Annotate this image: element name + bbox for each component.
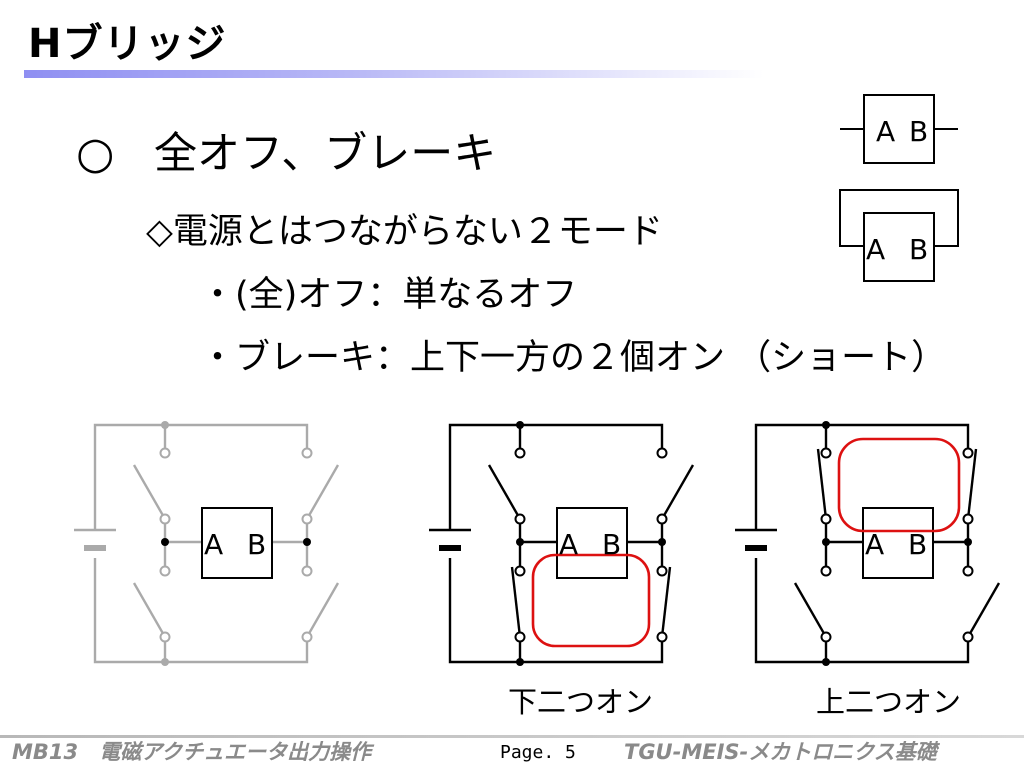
heading: ○ 全オフ、ブレーキ bbox=[76, 124, 496, 184]
caption-lower-on: 下二つオン bbox=[508, 685, 653, 719]
bridge-off bbox=[72, 421, 340, 666]
bridge-upper-on bbox=[733, 421, 1001, 666]
bridge-upper-on-label-a: A bbox=[865, 528, 884, 561]
bridge-off-label-a: A bbox=[204, 528, 223, 561]
heading-text: 全オフ、ブレーキ bbox=[154, 129, 497, 179]
footer-course: MB13 電磁アクチュエータ出力操作 bbox=[12, 740, 372, 764]
bridge-lower-on-label-a: A bbox=[559, 528, 578, 561]
footer: MB13 電磁アクチュエータ出力操作 Page. 5 TGU-MEIS-メカトロ… bbox=[10, 737, 1014, 768]
slide-title: Hブリッジ bbox=[28, 21, 227, 67]
footer-divider bbox=[0, 735, 1024, 738]
bridge-lower-on bbox=[427, 421, 695, 666]
caption-upper-on: 上二つオン bbox=[816, 685, 961, 719]
subheading: ◇電源とはつながらない２モード bbox=[146, 212, 663, 252]
legend-off-symbol bbox=[840, 94, 958, 164]
bullet-item-brake: ・ブレーキ：上下一方の２個オン （ショート） bbox=[200, 338, 947, 378]
bridge-off-label-b: B bbox=[247, 528, 266, 561]
legend-off-label-a: A bbox=[876, 115, 895, 148]
footer-organization: TGU-MEIS-メカトロニクス基礎 bbox=[624, 740, 937, 764]
bullet-item-off: ・(全)オフ：単なるオフ bbox=[200, 275, 578, 315]
bridge-lower-on-label-b: B bbox=[602, 528, 621, 561]
legend-off-label-b: B bbox=[909, 115, 928, 148]
heading-bullet: ○ bbox=[76, 128, 115, 179]
legend-brake-symbol bbox=[839, 189, 959, 282]
footer-page-number: Page. 5 bbox=[500, 742, 576, 763]
title-underline bbox=[24, 70, 764, 78]
legend-brake-label-a: A bbox=[866, 233, 885, 266]
bridge-upper-on-label-b: B bbox=[908, 528, 927, 561]
legend-brake-label-b: B bbox=[909, 233, 928, 266]
